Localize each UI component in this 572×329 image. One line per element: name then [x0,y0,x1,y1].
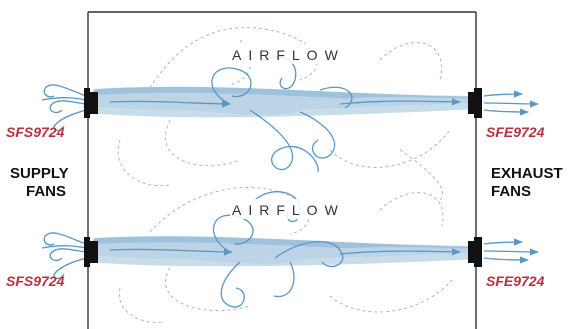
exhaust-fans-label-line1: EXHAUST [491,165,563,182]
airflow-label-bottom: AIRFLOW [232,202,345,218]
exhaust-fan-bottom [468,237,482,267]
bottom-dashed-circulation [118,149,453,323]
bottom-turbulence-curls [109,191,461,308]
fan-unit-icon [474,88,482,118]
fan-unit-icon [474,237,482,267]
supply-fan-model-bottom: SFS9724 [6,273,65,289]
exhaust-fan-model-top: SFE9724 [486,124,545,140]
top-air-streams [90,86,476,118]
airflow-label-top: AIRFLOW [232,47,345,63]
fan-unit-icon [84,237,90,267]
supply-fan-top [84,88,98,118]
supply-fan-model-top: SFS9724 [6,124,65,140]
supply-fan-bottom [84,237,98,267]
supply-fans-label-line2: FANS [26,183,66,200]
supply-intake-swirls-bottom [41,232,87,280]
exhaust-outlet-arrows-top [483,90,539,116]
top-turbulence-curls [109,56,461,173]
exhaust-fans-label-line2: FANS [491,183,531,200]
fan-unit-icon [84,88,90,118]
supply-intake-swirls-top [41,84,87,132]
exhaust-outlet-arrows-bottom [483,238,539,264]
exhaust-fan-top [468,88,482,118]
exhaust-fan-model-bottom: SFE9724 [486,273,545,289]
supply-fans-label-line1: SUPPLY [10,165,69,182]
